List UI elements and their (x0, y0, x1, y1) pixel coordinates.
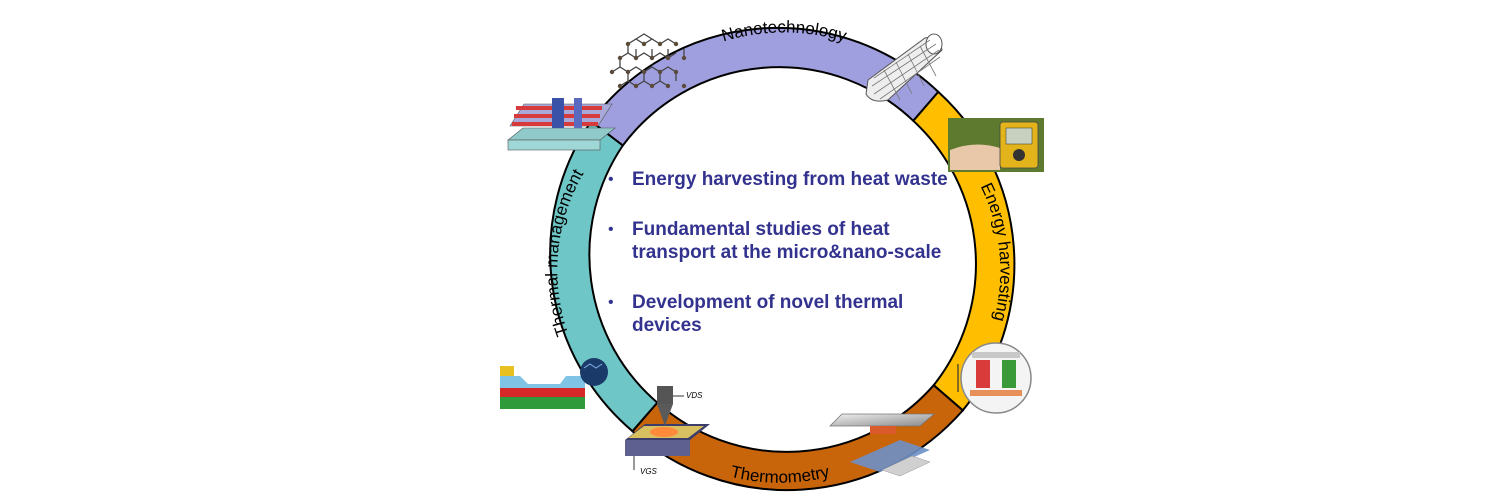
vds-label: VDS (686, 391, 703, 400)
thermoelectric-generator-image (957, 342, 1032, 414)
topic-text: Energy harvesting from heat waste (632, 169, 948, 190)
topic-text: Development of novel thermal devices (632, 292, 904, 336)
thermal-device-layers-image (507, 98, 616, 151)
bullet-marker: • (608, 294, 614, 311)
cross-section-device-image (500, 358, 608, 409)
topic-item: • Development of novel thermal devices (608, 291, 968, 337)
carbon-nanotube-image (865, 33, 943, 102)
bullet-marker: • (608, 221, 614, 238)
graphene-sheet-image (609, 33, 687, 89)
topic-item: • Fundamental studies of heat transport … (608, 218, 968, 264)
scanning-probe-device-image: VDS VGS (625, 386, 710, 476)
wearable-sensor-photo (948, 118, 1044, 172)
topic-item: • Energy harvesting from heat waste (608, 168, 968, 191)
research-topics-list: • Energy harvesting from heat waste • Fu… (608, 168, 968, 364)
topic-text: Fundamental studies of heat transport at… (632, 219, 942, 263)
vgs-label: VGS (640, 467, 658, 476)
mems-stage-image (829, 413, 936, 477)
bullet-marker: • (608, 171, 614, 188)
